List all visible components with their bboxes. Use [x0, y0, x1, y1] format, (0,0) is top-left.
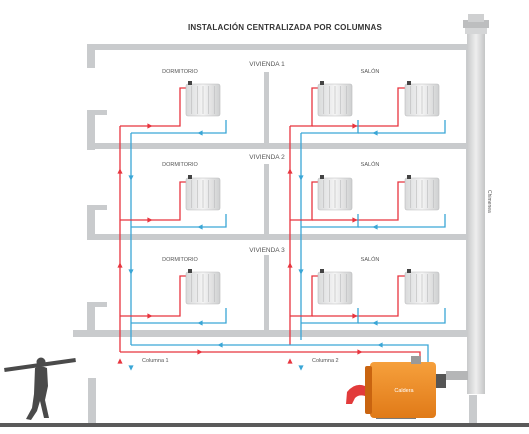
flow-arrow	[287, 358, 293, 364]
dwelling-3-left-room: DORMITORIO	[162, 257, 198, 263]
dwelling-3-right-room: SALÓN	[361, 256, 380, 263]
flow-arrow	[117, 358, 123, 364]
column-2-label: Columna 2	[312, 358, 339, 364]
dwelling-1-right-room: SALÓN	[361, 68, 380, 75]
dwelling-3-label: VIVIENDA 3	[249, 247, 285, 254]
flow-arrow	[128, 365, 134, 371]
flow-arrow	[117, 262, 123, 268]
worker-silhouette	[4, 357, 76, 420]
diagram-title: INSTALACIÓN CENTRALIZADA POR COLUMNAS	[188, 23, 383, 32]
return-branch	[358, 214, 446, 228]
flow-arrow	[298, 365, 304, 371]
flow-arrow	[352, 123, 358, 129]
flow-arrow	[287, 168, 293, 174]
radiator-dwelling-2-lounge-1	[317, 175, 353, 211]
flow-arrow	[128, 269, 134, 275]
dwelling-labels: VIVIENDA 1 DORMITORIO SALÓN VIVIENDA 2 D…	[162, 61, 379, 263]
radiator-dwelling-2-lounge-2	[404, 175, 440, 211]
supply-branch	[290, 181, 318, 221]
flow-arrow	[357, 349, 363, 355]
dwelling-2-left-room: DORMITORIO	[162, 162, 198, 168]
return-branch	[131, 214, 227, 228]
radiator-dwelling-1-bedroom	[185, 81, 221, 117]
radiator-dwelling-1-lounge-2	[404, 81, 440, 117]
flow-arrow	[147, 313, 153, 319]
dwelling-2-right-room: SALÓN	[361, 161, 380, 168]
flow-arrow	[197, 320, 203, 326]
flow-arrow	[372, 130, 378, 136]
radiator-dwelling-2-bedroom	[185, 175, 221, 211]
return-branch	[358, 308, 446, 324]
supply-branch	[290, 87, 318, 127]
flow-arrow	[372, 320, 378, 326]
flow-arrow	[147, 217, 153, 223]
chimney: Chimenea	[463, 14, 492, 394]
supply-branch	[120, 275, 186, 317]
return-branch	[131, 120, 227, 134]
flow-arrow	[298, 269, 304, 275]
dwelling-1-label: VIVIENDA 1	[249, 61, 285, 68]
chimney-label: Chimenea	[486, 190, 492, 213]
pipe-network	[117, 87, 446, 371]
column-1-label: Columna 1	[142, 358, 169, 364]
main-return	[131, 344, 429, 362]
flow-arrow	[117, 168, 123, 174]
flow-arrow	[128, 175, 134, 181]
return-branch	[131, 308, 227, 324]
flow-arrow	[197, 349, 203, 355]
flow-arrow	[298, 175, 304, 181]
flow-arrow	[352, 217, 358, 223]
dwelling-1-left-room: DORMITORIO	[162, 69, 198, 75]
supply-branch	[120, 87, 186, 127]
flow-arrow	[377, 342, 383, 348]
return-branch	[358, 120, 446, 134]
flow-arrow	[197, 130, 203, 136]
radiator-dwelling-3-lounge-1	[317, 269, 353, 305]
flow-arrow	[217, 342, 223, 348]
flow-arrow	[372, 224, 378, 230]
supply-branch	[290, 275, 318, 317]
dwelling-2-label: VIVIENDA 2	[249, 154, 285, 161]
supply-branch	[120, 181, 186, 221]
flow-arrow	[287, 262, 293, 268]
boiler-label: Caldera	[394, 388, 414, 394]
boiler: Caldera	[346, 356, 468, 419]
radiator-dwelling-3-lounge-2	[404, 269, 440, 305]
radiator-dwelling-1-lounge-1	[317, 81, 353, 117]
radiators	[185, 81, 440, 305]
flow-arrow	[197, 224, 203, 230]
ground-line	[0, 423, 529, 427]
flow-arrow	[352, 313, 358, 319]
flow-arrow	[147, 123, 153, 129]
radiator-dwelling-3-bedroom	[185, 269, 221, 305]
